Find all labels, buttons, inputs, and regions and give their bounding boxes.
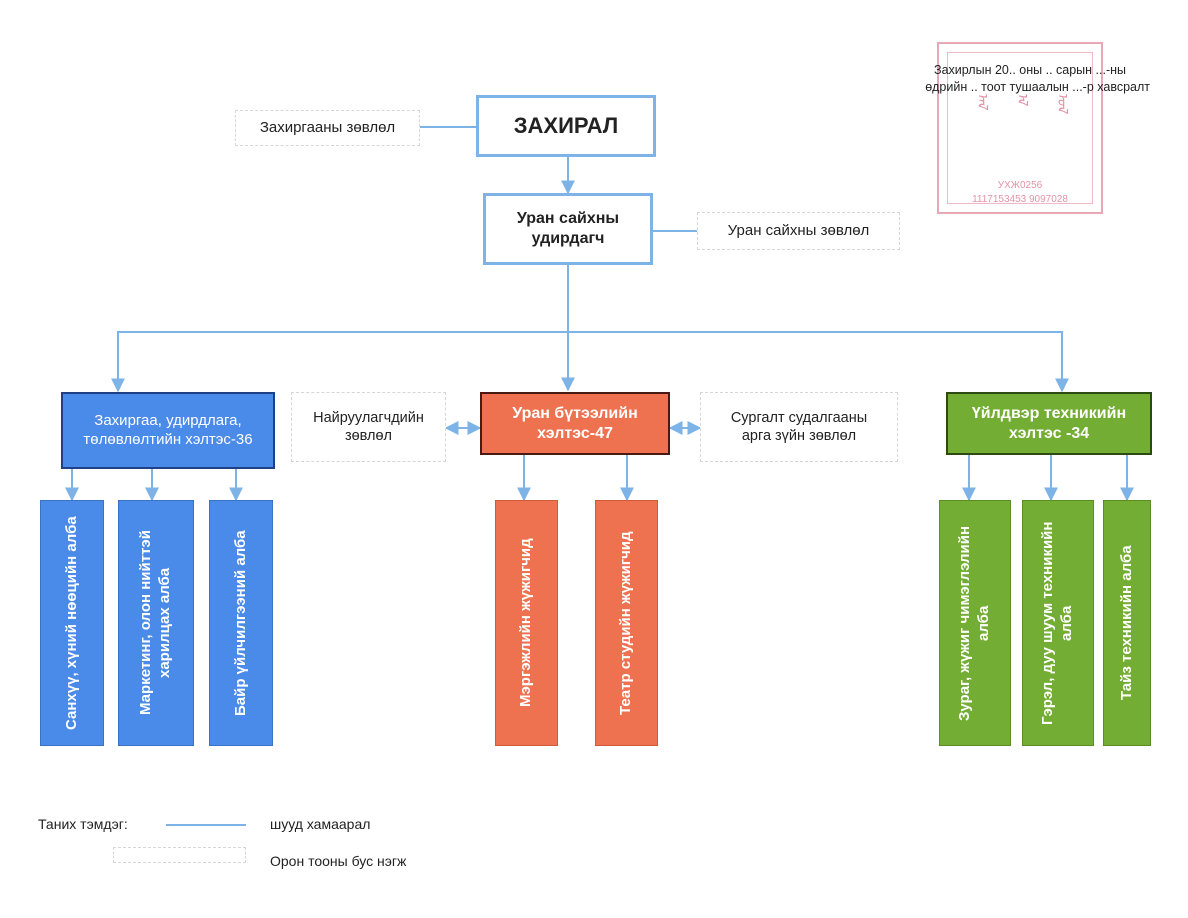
- unit-stage-tech-label: Тайз техникийн алба: [1117, 545, 1135, 701]
- creative-dept-line2: хэлтэс-47: [537, 424, 613, 442]
- admin-dept-box: Захиргаа, удирдлага, төлөвлөлтийн хэлтэс…: [61, 392, 275, 469]
- unit-decor: Зураг, жүжиг чимэглэлийн алба: [939, 500, 1011, 746]
- annex-note-line2: өдрийн .. тоот тушаалын ...-р хавсралт: [925, 80, 1150, 94]
- creative-dept-line1: Уран бүтээлийн: [512, 404, 638, 422]
- director-box: ЗАХИРАЛ: [476, 95, 656, 157]
- unit-light-sound: Гэрэл, дуу шуум техникийн алба: [1022, 500, 1094, 746]
- unit-professional-actors-label: Мэргэжлийн жүжигчид: [517, 538, 535, 708]
- stamp-script: ᠣᠯ: [1055, 92, 1071, 113]
- production-dept-line1: Үйлдвэр техникийн: [971, 404, 1127, 422]
- unit-facility: Байр үйлчилгээний алба: [209, 500, 273, 746]
- unit-studio-actors-label: Театр студийн жүжигчид: [617, 531, 635, 715]
- legend-line-label: шууд хамаарал: [270, 816, 371, 832]
- admin-council-box: Захиргааны зөвлөл: [235, 110, 420, 146]
- legend-title: Таних тэмдэг:: [38, 816, 128, 832]
- unit-finance: Санхүү, хүний нөөцийн алба: [40, 500, 104, 746]
- admin-council-label: Захиргааны зөвлөл: [259, 118, 396, 136]
- directors-council-line2: зөвлөл: [344, 428, 393, 444]
- method-council-line1: Сургалт судалгааны: [730, 409, 868, 426]
- legend-dashed-box: [113, 847, 246, 863]
- production-dept-box: Үйлдвэр техникийн хэлтэс -34: [946, 392, 1152, 455]
- official-stamp: ᠠᠯ ᠡᠯ ᠣᠯ УХЖ0256 1117153453 9097028: [937, 42, 1103, 214]
- director-label: ЗАХИРАЛ: [513, 113, 619, 139]
- stamp-script: ᠡᠯ: [1015, 92, 1031, 105]
- method-council-line2: арга зүйн зөвлөл: [741, 428, 857, 444]
- directors-council-box: Найруулагчдийн зөвлөл: [291, 392, 446, 462]
- legend-dashed-label: Орон тооны бус нэгж: [270, 853, 407, 869]
- annex-note-line1: Захирлын 20.. оны .. сарын ...-ны: [934, 63, 1126, 77]
- art-council-label: Уран сайхны зөвлөл: [727, 221, 870, 239]
- art-director-box: Уран сайхны удирдагч: [483, 193, 653, 265]
- unit-professional-actors: Мэргэжлийн жүжигчид: [495, 500, 558, 746]
- admin-dept-line1: Захиргаа, удирдлага,: [94, 411, 242, 429]
- unit-marketing-label: Маркетинг, олон нийттэй харилцах алба: [137, 530, 173, 716]
- art-director-line1: Уран сайхны: [516, 210, 620, 227]
- unit-studio-actors: Театр студийн жүжигчид: [595, 500, 658, 746]
- connector-bus: [117, 331, 1063, 390]
- art-council-box: Уран сайхны зөвлөл: [697, 212, 900, 250]
- unit-light-sound-label: Гэрэл, дуу шуум техникийн алба: [1039, 521, 1075, 725]
- art-director-line2: удирдагч: [531, 230, 605, 247]
- unit-marketing: Маркетинг, олон нийттэй харилцах алба: [118, 500, 194, 746]
- directors-council-line1: Найруулагчдийн: [313, 409, 424, 426]
- stamp-code-1: УХЖ0256: [997, 180, 1043, 191]
- stamp-script: ᠠᠯ: [975, 92, 991, 109]
- unit-decor-label: Зураг, жүжиг чимэглэлийн алба: [956, 525, 992, 721]
- production-dept-line2: хэлтэс -34: [1008, 424, 1090, 442]
- unit-finance-label: Санхүү, хүний нөөцийн алба: [62, 516, 80, 730]
- unit-facility-label: Байр үйлчилгээний алба: [231, 530, 249, 716]
- unit-stage-tech: Тайз техникийн алба: [1103, 500, 1151, 746]
- stamp-border: [947, 52, 1093, 204]
- admin-dept-line2: төлөвлөлтийн хэлтэс-36: [83, 430, 253, 448]
- stamp-code-2: 1117153453 9097028: [972, 194, 1068, 205]
- method-council-box: Сургалт судалгааны арга зүйн зөвлөл: [700, 392, 898, 462]
- creative-dept-box: Уран бүтээлийн хэлтэс-47: [480, 392, 670, 455]
